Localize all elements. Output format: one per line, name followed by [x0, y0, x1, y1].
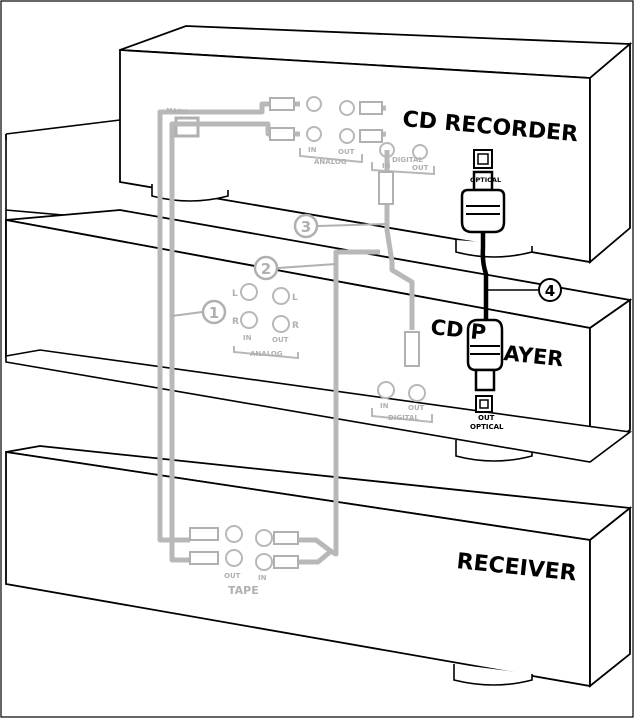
callout-4: 4 — [488, 278, 562, 302]
player-analog-in-l-icon — [240, 283, 258, 301]
plug-icon — [269, 127, 295, 141]
player-analog-label: ANALOG — [250, 350, 283, 358]
player-analog-in-label: IN — [243, 334, 252, 342]
tape-out-jack-top-icon — [225, 525, 243, 543]
player-analog-out-l-icon — [272, 287, 290, 305]
plug-icon — [189, 551, 219, 565]
callout-1: 1 — [171, 299, 227, 325]
plug-icon — [189, 527, 219, 541]
digital-out-label: OUT — [412, 164, 429, 172]
cd-player-title-part1: CD P — [429, 315, 487, 345]
player-optical-label: OPTICAL — [470, 423, 504, 431]
digital-label: DIGITAL — [392, 156, 423, 164]
player-l-in-label: L — [232, 289, 238, 299]
player-l-out-label: L — [292, 293, 298, 303]
callout-3-number: 3 — [301, 218, 311, 236]
plug-icon — [359, 129, 383, 143]
player-r-in-label: R — [232, 317, 239, 327]
analog-out-jack-bottom-icon — [339, 128, 355, 144]
callout-1-number: 1 — [209, 304, 219, 322]
player-analog-out-label: OUT — [272, 336, 289, 344]
tape-out-label: OUT — [224, 572, 241, 580]
analog-out-label: OUT — [338, 148, 355, 156]
callout-2: 2 — [253, 255, 337, 281]
tape-in-jack-top-icon — [255, 529, 273, 547]
tape-out-jack-bottom-icon — [225, 549, 243, 567]
mains-socket-icon — [174, 116, 200, 138]
player-optical-out-label: OUT — [478, 414, 495, 422]
player-panel — [233, 283, 433, 424]
receiver-foot — [453, 664, 533, 686]
digital-in-label: IN — [382, 162, 391, 170]
plug-icon — [359, 101, 383, 115]
callout-2-number: 2 — [261, 260, 271, 278]
callout-4-number: 4 — [545, 282, 555, 300]
player-digital-out-label: OUT — [408, 404, 425, 412]
plug-icon — [378, 171, 394, 205]
analog-in-jack-bottom-icon — [306, 126, 322, 142]
receiver-panel — [225, 525, 273, 571]
analog-in-jack-top-icon — [306, 96, 322, 112]
callout-3: 3 — [293, 213, 387, 239]
mains-label: MAINS — [166, 107, 189, 116]
analog-in-label: IN — [308, 146, 317, 154]
player-analog-in-r-icon — [240, 311, 258, 329]
background-device — [5, 119, 121, 140]
plug-icon — [404, 331, 420, 367]
player-digital-label: DIGITAL — [388, 414, 419, 422]
player-r-out-label: R — [292, 321, 299, 331]
optical-cable — [460, 149, 506, 413]
tape-in-jack-bottom-icon — [255, 553, 273, 571]
recorder-panel — [174, 96, 435, 176]
tape-in-label: IN — [258, 574, 267, 582]
analog-label: ANALOG — [314, 158, 347, 166]
player-analog-out-r-icon — [272, 315, 290, 333]
grey-cables — [157, 101, 415, 565]
plug-icon — [269, 97, 295, 111]
player-digital-out-icon — [408, 384, 426, 402]
player-digital-in-icon — [377, 381, 395, 399]
tape-label: TAPE — [228, 584, 259, 597]
analog-out-jack-top-icon — [339, 100, 355, 116]
plug-icon — [273, 555, 299, 569]
digital-out-jack-icon — [412, 144, 428, 160]
grey-plugs — [189, 97, 420, 569]
plug-icon — [273, 531, 299, 545]
recorder-optical-label: OPTICAL — [470, 176, 501, 184]
player-digital-in-label: IN — [380, 402, 389, 410]
cd-player-foot — [455, 440, 533, 462]
